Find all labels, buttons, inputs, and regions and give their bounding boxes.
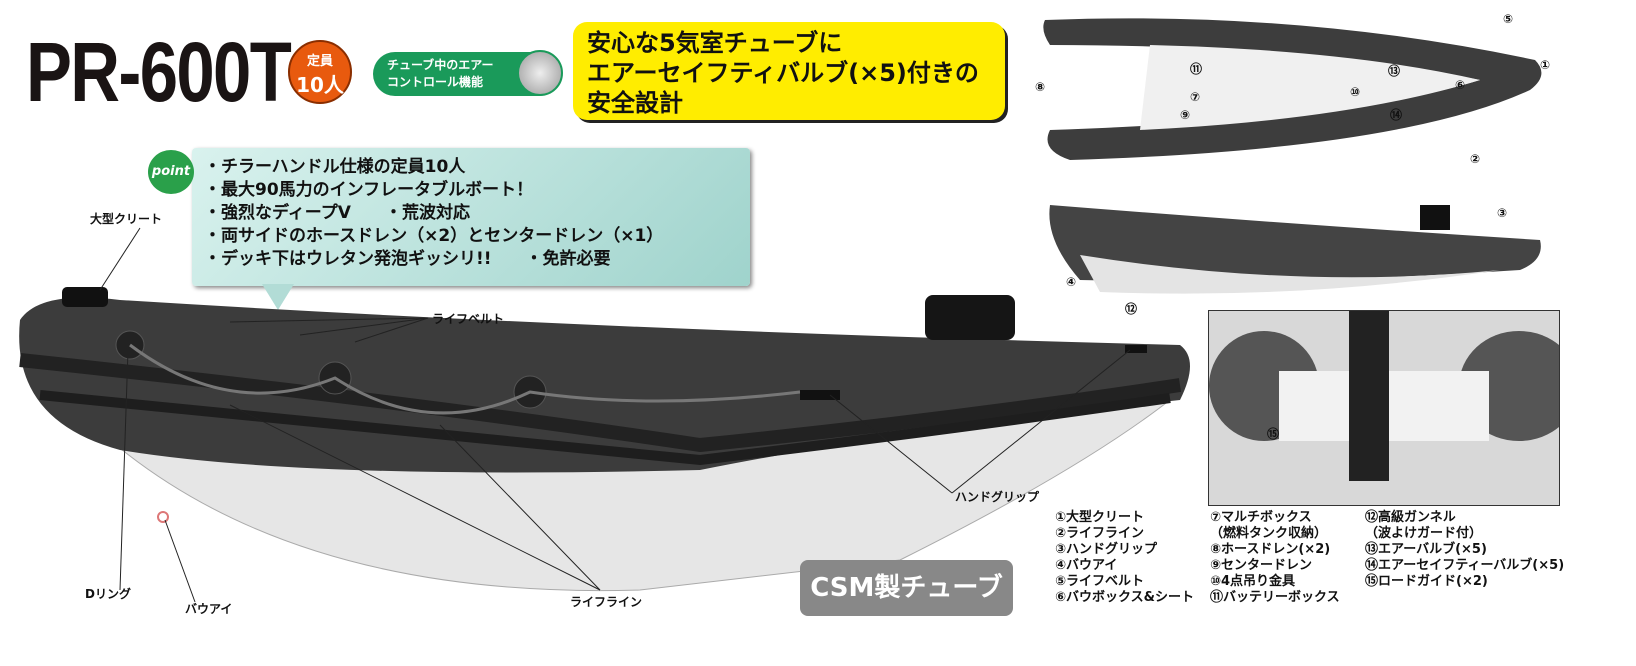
legend-item: ⑩4点吊り金具 (1210, 574, 1296, 589)
diagram-number: ② (1470, 152, 1481, 166)
legend-item: ⑨センタードレン (1210, 558, 1313, 573)
legend-item: ⑫高級ガンネル (1365, 510, 1456, 525)
csm-tube-label: CSM製チューブ (800, 560, 1013, 616)
legend-col3: ⑫高級ガンネル （波よけガード付） ⑬エアーバルブ(×5) ⑭エアーセイフティー… (1365, 510, 1564, 590)
diagram-number: ⑦ (1190, 90, 1201, 104)
callout-life-line: ライフライン (570, 595, 643, 609)
stern-photo (1208, 310, 1560, 506)
capacity-value: 10人 (296, 73, 344, 97)
feature-line1: チューブ中のエアー (387, 58, 494, 72)
callout-lines (99, 227, 1131, 603)
point-item: ・デッキ下はウレタン発泡ギッシリ!! ・免許必要 (204, 249, 611, 269)
diagram-number: ⑧ (1035, 80, 1046, 94)
legend-item: ⑪バッテリーボックス (1210, 590, 1340, 605)
point-item: ・両サイドのホースドレン（×2）とセンタードレン（×1） (204, 226, 664, 246)
legend-col2: ⑦マルチボックス （燃料タンク収納） ⑧ホースドレン(×2) ⑨センタードレン … (1210, 510, 1340, 606)
safety-line: 安心な5気室チューブに (587, 29, 843, 57)
legend-item: ⑥バウボックス&シート (1055, 590, 1194, 605)
diagram-number: ⑬ (1388, 64, 1401, 78)
legend-col1: ①大型クリート ②ライフライン ③ハンドグリップ ④バウアイ ⑤ライフベルト ⑥… (1055, 510, 1194, 606)
legend-item: （波よけガード付） (1365, 526, 1483, 541)
hand-grip (800, 390, 840, 400)
point-item: ・最大90馬力のインフレータブルボート！ (204, 180, 534, 200)
legend-item: ④バウアイ (1055, 558, 1118, 573)
legend-item: （燃料タンク収納） (1210, 526, 1328, 541)
capacity-badge: 定員 10人 (288, 40, 352, 104)
diagram-number: ⑮ (1267, 427, 1280, 441)
callout-life-belt: ライフベルト (432, 312, 505, 326)
legend-item: ⑭エアーセイフティーバルブ(×5) (1365, 558, 1565, 573)
diagram-number: ⑨ (1180, 108, 1191, 122)
legend-item: ⑮ロードガイド(×2) (1365, 574, 1488, 589)
top-view-boat (1043, 18, 1542, 294)
life-line (129, 343, 801, 415)
callout-hand-grip: ハンドグリップ (955, 490, 1040, 504)
diagram-number: ④ (1066, 275, 1077, 289)
valve-icon (517, 50, 563, 96)
safety-banner: 安心な5気室チューブに エアーセイフティバルブ(×5)付きの 安全設計 (573, 22, 1005, 120)
point-bubble: ・チラーハンドル仕様の定員10人 ・最大90馬力のインフレータブルボート！ ・強… (192, 148, 750, 310)
diagram-number: ⑭ (1390, 108, 1403, 122)
cleat (62, 287, 108, 307)
point-item: ・チラーハンドル仕様の定員10人 (204, 157, 466, 177)
legend-item: ⑦マルチボックス (1210, 510, 1312, 525)
legend-item: ⑤ライフベルト (1055, 574, 1145, 589)
feature-line2: コントロール機能 (387, 75, 484, 89)
legend-item: ①大型クリート (1055, 510, 1145, 525)
diagram-number: ⑩ (1350, 85, 1361, 99)
diagram-number: ⑥ (1455, 78, 1466, 92)
air-control-badge: チューブ中のエアー コントロール機能 (373, 50, 563, 96)
legend-item: ③ハンドグリップ (1055, 542, 1158, 557)
point-item: ・強烈なディープV ・荒波対応 (204, 203, 470, 223)
side-view-boat (1049, 205, 1541, 282)
outboard-motor (925, 295, 1015, 340)
diagram-number: ⑪ (1190, 62, 1203, 76)
model-title: PR-600T (26, 25, 292, 119)
safety-line: 安全設計 (587, 89, 683, 117)
safety-line: エアーセイフティバルブ(×5)付きの (587, 59, 979, 87)
legend-item: ⑬エアーバルブ(×5) (1365, 542, 1487, 557)
diagram-number: ⑤ (1503, 12, 1514, 26)
legend-item: ②ライフライン (1055, 526, 1145, 541)
legend-item: ⑧ホースドレン(×2) (1210, 542, 1331, 557)
point-badge: point (148, 150, 194, 194)
diagram-number: ⑫ (1125, 302, 1138, 316)
diagram-number: ① (1540, 58, 1551, 72)
callout-bow-eye: バウアイ (185, 602, 233, 616)
capacity-label: 定員 (306, 54, 333, 69)
callout-cleat: 大型クリート (90, 212, 163, 226)
diagram-number: ③ (1497, 206, 1508, 220)
callout-d-ring: Dリング (85, 587, 131, 601)
